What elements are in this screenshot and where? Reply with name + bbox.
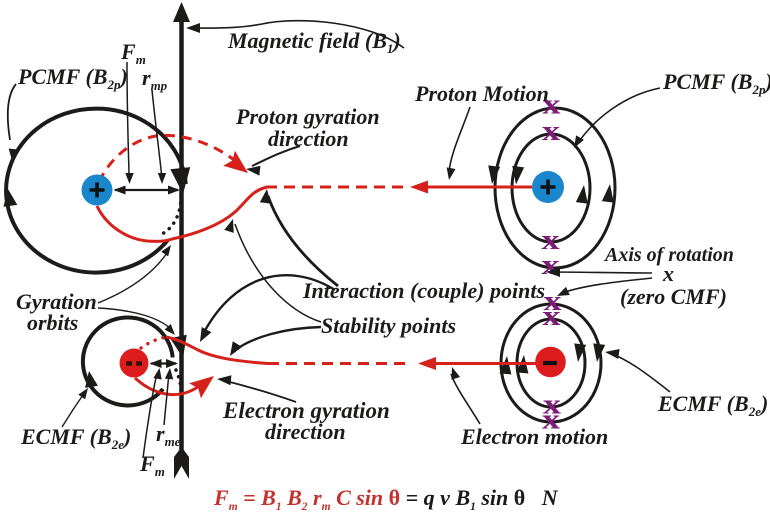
svg-text:x: x [541,225,560,256]
svg-text:x: x [542,89,561,120]
svg-text:Proton Motion: Proton Motion [414,81,549,106]
svg-text:Electron motion: Electron motion [460,424,608,449]
svg-text:Interaction (couple) points: Interaction (couple) points [302,278,545,303]
svg-text:Proton gyration: Proton gyration [235,104,380,129]
svg-text:Stability points: Stability points [321,313,456,338]
svg-text:x: x [543,389,562,420]
svg-text:orbits: orbits [27,310,78,335]
svg-text:Axis of rotation: Axis of rotation [603,244,734,266]
svg-text:Electron gyration: Electron gyration [222,398,390,423]
svg-text:x: x [542,404,561,435]
svg-text:Magnetic field (B1): Magnetic field (B1) [227,28,401,56]
svg-text:(zero CMF): (zero CMF) [620,284,727,309]
svg-text:x: x [542,116,561,147]
svg-text:x: x [543,286,562,317]
svg-text:direction: direction [268,126,349,151]
svg-text:x: x [542,301,561,332]
svg-text:x: x [662,261,674,286]
svg-text:Gyration: Gyration [16,289,97,314]
svg-text:Fm = B1 B2 rm C sin θ = q v B1: Fm = B1 B2 rm C sin θ = q v B1 sin θ N [213,485,559,512]
svg-text:PCMF (B2p): PCMF (B2p) [662,69,770,97]
svg-text:direction: direction [265,419,346,444]
